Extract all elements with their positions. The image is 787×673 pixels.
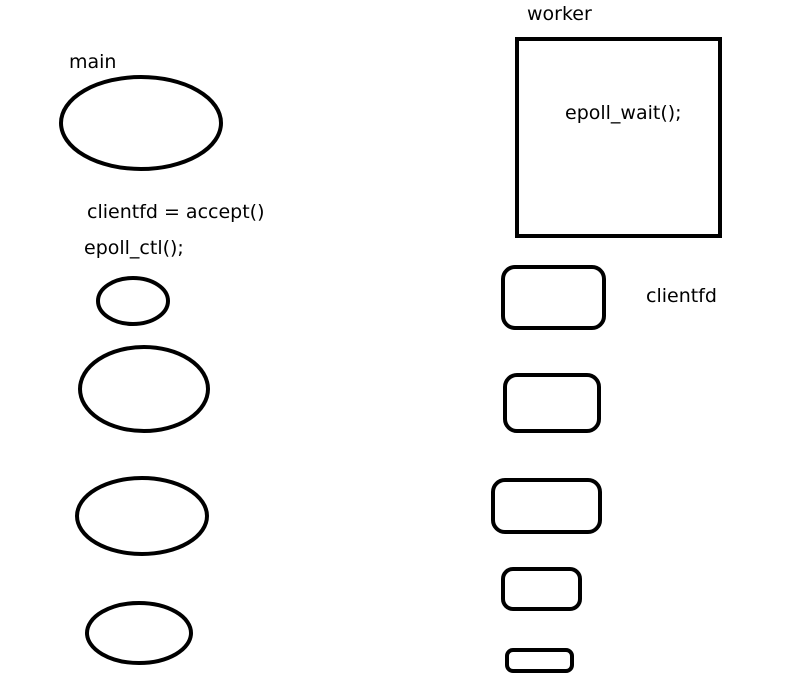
client-ellipse-3 [75, 476, 209, 556]
epoll-ctl-call-label: epoll_ctl(); [84, 237, 184, 259]
worker-box [515, 37, 722, 238]
accept-call-label: clientfd = accept() [87, 201, 265, 223]
epoll-wait-call-label: epoll_wait(); [565, 102, 682, 124]
clientfd-box-5 [505, 648, 574, 673]
main-ellipse [59, 75, 223, 171]
client-ellipse-4 [85, 601, 193, 665]
client-ellipse-1 [96, 276, 170, 326]
clientfd-box-2 [503, 373, 601, 433]
client-ellipse-2 [78, 345, 210, 433]
clientfd-label: clientfd [646, 285, 717, 307]
clientfd-box-3 [491, 478, 602, 534]
clientfd-box-4 [501, 567, 582, 611]
main-label: main [69, 51, 116, 73]
worker-label: worker [527, 3, 592, 25]
clientfd-box-1 [501, 265, 606, 330]
